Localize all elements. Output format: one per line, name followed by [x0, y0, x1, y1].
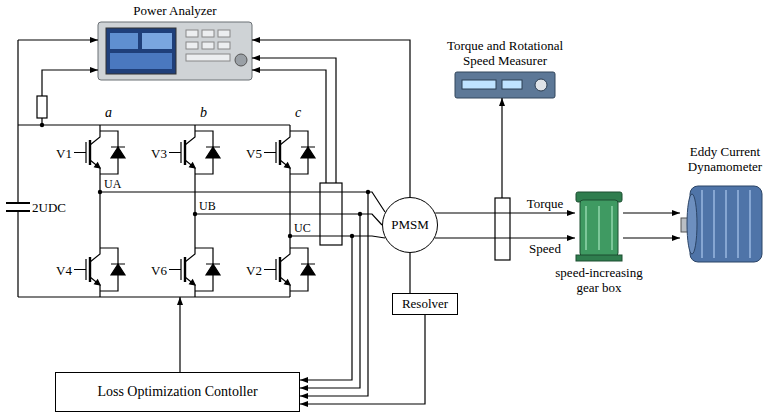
switch-name: V2: [246, 263, 262, 276]
igbt-symbol: [74, 242, 125, 297]
gear-box-body: [580, 200, 618, 256]
eddy-current-dynamometer: Eddy Current Dynamometer: [680, 178, 770, 264]
switch-name: V3: [151, 146, 167, 159]
igbt-symbol: [169, 242, 220, 297]
connector-line: [409, 253, 410, 293]
signal-wire: [18, 39, 98, 40]
screen-panel: [110, 53, 172, 69]
signal-wire: [252, 70, 326, 183]
analyzer-button: [218, 30, 230, 37]
controller-box: Loss Optimization Contoller: [55, 372, 300, 412]
analyzer-button: [186, 54, 230, 61]
gear-box: speed-increasing gear box: [575, 190, 623, 262]
igbt-symbol: [74, 125, 125, 180]
connector-line: [435, 212, 575, 213]
switch-name: V6: [151, 263, 167, 276]
analyzer-button: [202, 42, 214, 49]
edge-label: Speed: [529, 242, 561, 255]
power-analyzer: Power Analyzer: [98, 22, 252, 80]
junction-dot: [366, 190, 370, 194]
gear-box-rib: [586, 206, 612, 250]
gear-box-foot: [576, 255, 622, 261]
junction-dots: [40, 123, 370, 238]
inverter-wiring: [6, 40, 510, 396]
analyzer-screen: [106, 28, 176, 74]
dynamometer-rib: [702, 190, 750, 258]
dc-voltage: 2UDC: [32, 201, 66, 214]
connector-line: [623, 212, 680, 213]
phase-voltage: UB: [199, 200, 216, 212]
device-label: Torque and Rotational Speed Measurer: [430, 39, 580, 69]
node-label: Resolver: [402, 297, 448, 312]
analyzer-button: [218, 42, 230, 49]
node-label: PMSM: [391, 218, 429, 233]
power-analyzer-picture: [98, 22, 252, 80]
edge-label: Torque: [527, 197, 564, 210]
screen-panel: [142, 33, 172, 49]
junction-dot: [40, 123, 44, 127]
torque-sensor: [495, 198, 510, 260]
phase-leg-letter: b: [200, 106, 207, 120]
signal-wire: [300, 214, 360, 388]
gate-signal-wire: [179, 297, 180, 372]
analyzer-knob: [235, 54, 247, 66]
analyzer-button: [202, 30, 214, 37]
signal-wire: [501, 98, 502, 198]
signal-wire: [252, 58, 336, 183]
shunt-symbol: [37, 96, 47, 118]
switch-name: V5: [246, 146, 262, 159]
current-sensor: [320, 183, 342, 245]
connector-line: [252, 40, 410, 197]
phase-leg-letter: c: [295, 106, 301, 120]
pmsm-motor: PMSM: [382, 197, 438, 253]
switch-name: V1: [56, 146, 72, 159]
device-label: Power Analyzer: [133, 4, 216, 19]
dc-bus-wire: [18, 40, 290, 297]
dynamometer-picture: [681, 186, 762, 262]
gear-box-picture: [576, 192, 622, 261]
junction-dot: [288, 234, 292, 238]
phase-leg-letter: a: [105, 106, 112, 120]
dynamometer-end: [687, 194, 697, 254]
analyzer-button: [186, 30, 198, 37]
device-label: speed-increasing gear box: [547, 266, 652, 296]
phase-voltage: UA: [104, 178, 121, 190]
measurer-case: [455, 72, 555, 98]
connector-line: [435, 237, 575, 238]
phase-voltage: UC: [294, 222, 311, 234]
capacitor-symbol: [6, 203, 30, 211]
junction-dot: [98, 190, 102, 194]
analyzer-case: [98, 22, 252, 80]
igbt-symbol: [264, 242, 315, 297]
measurer-picture: [455, 72, 555, 98]
measurer-knob: [535, 79, 547, 91]
signal-wire: [42, 70, 98, 125]
switch-name: V4: [56, 263, 72, 276]
measurer-display: [502, 80, 522, 89]
node-label: Loss Optimization Contoller: [97, 384, 257, 400]
torque-speed-measurer: Torque and Rotational Speed Measurer: [455, 72, 555, 98]
measurer-display: [462, 80, 496, 89]
connector-line: [623, 237, 680, 238]
junction-dot: [350, 234, 354, 238]
junction-dot: [193, 212, 197, 216]
igbt-symbol: [264, 125, 315, 180]
analyzer-button: [186, 42, 198, 49]
device-label: Eddy Current Dynamometer: [679, 145, 771, 175]
screen-panel: [110, 33, 138, 49]
junction-dot: [358, 212, 362, 216]
switches: [74, 125, 315, 297]
connector-line: [300, 315, 425, 404]
igbt-symbol: [169, 125, 220, 180]
resolver-box: Resolver: [392, 293, 458, 315]
dynamometer-body: [690, 186, 762, 262]
